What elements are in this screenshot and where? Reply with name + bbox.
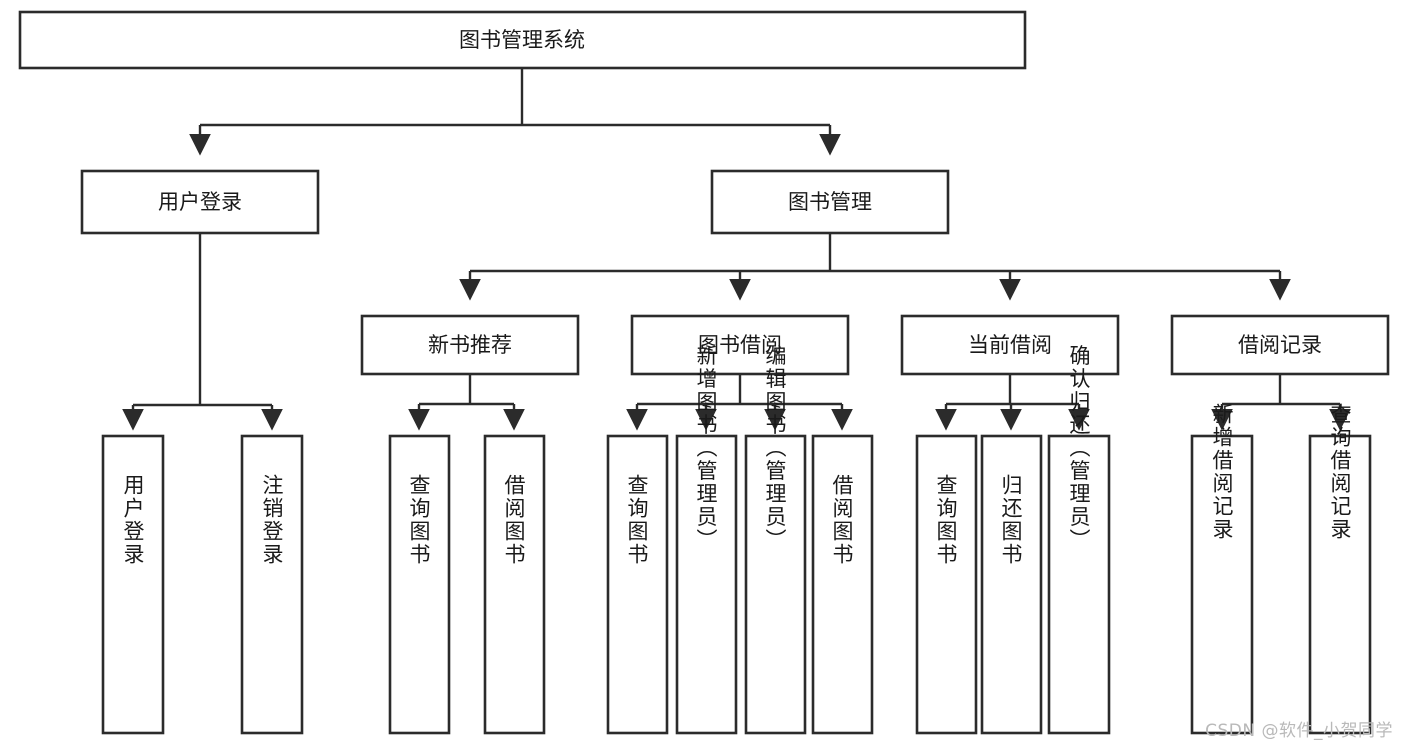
connector-book-borrow-to-leaves: [626, 374, 853, 431]
leaf-user-login-1-label: 注销登录: [260, 474, 284, 566]
leaf-book-borrow-2[interactable]: 编辑图书（管理员）: [744, 345, 807, 735]
node-book-borrow[interactable]: 图书借阅: [630, 314, 850, 376]
connector-root-to-level2: [189, 68, 841, 156]
leaf-new-book-recommend-0-label: 查询图书: [407, 474, 431, 566]
node-root-label: 图书管理系统: [459, 28, 585, 52]
leaf-new-book-recommend-0[interactable]: 查询图书: [388, 434, 451, 735]
leaf-new-book-recommend-1[interactable]: 借阅图书: [483, 434, 546, 735]
node-root[interactable]: 图书管理系统: [18, 10, 1027, 70]
connector-borrow-record-to-leaves: [1211, 374, 1351, 431]
leaf-current-borrow-1-label: 归还图书: [999, 474, 1023, 566]
leaf-user-login-0[interactable]: 用户登录: [101, 434, 165, 735]
node-current-borrow-label: 当前借阅: [968, 333, 1052, 357]
leaf-book-borrow-1-label: 新增图书（管理员）: [694, 345, 718, 552]
leaf-current-borrow-2-label: 确认归还（管理员）: [1067, 345, 1091, 552]
leaf-book-borrow-1[interactable]: 新增图书（管理员）: [675, 345, 738, 735]
leaf-current-borrow-0[interactable]: 查询图书: [915, 434, 978, 735]
leaf-book-borrow-3[interactable]: 借阅图书: [811, 434, 874, 735]
connector-book-management-to-level3: [459, 233, 1291, 301]
node-user-login-label: 用户登录: [158, 190, 242, 214]
leaf-borrow-record-1-label: 查询借阅记录: [1328, 403, 1352, 541]
node-new-book-recommend-label: 新书推荐: [428, 333, 512, 357]
connector-current-borrow-to-leaves: [935, 374, 1090, 431]
leaf-book-borrow-0[interactable]: 查询图书: [606, 434, 669, 735]
leaf-borrow-record-0-label: 新增借阅记录: [1210, 403, 1234, 541]
leaf-book-borrow-2-label: 编辑图书（管理员）: [763, 345, 787, 552]
leaf-user-login-0-label: 用户登录: [121, 474, 145, 566]
leaf-current-borrow-2[interactable]: 确认归还（管理员）: [1047, 345, 1111, 735]
leaf-current-borrow-0-label: 查询图书: [934, 474, 958, 566]
csdn-watermark: CSDN @软件_小贺同学: [1205, 721, 1393, 741]
leaf-borrow-record-1[interactable]: 查询借阅记录: [1308, 403, 1372, 735]
leaf-borrow-record-0[interactable]: 新增借阅记录: [1190, 403, 1254, 735]
node-borrow-record[interactable]: 借阅记录: [1170, 314, 1390, 376]
leaf-book-borrow-3-label: 借阅图书: [830, 474, 854, 566]
node-book-borrow-label: 图书借阅: [698, 333, 782, 357]
connector-new-book-recommend-to-leaves: [408, 374, 525, 431]
node-book-management[interactable]: 图书管理: [710, 169, 950, 235]
node-borrow-record-label: 借阅记录: [1238, 333, 1322, 357]
leaf-new-book-recommend-1-label: 借阅图书: [502, 474, 526, 566]
node-new-book-recommend[interactable]: 新书推荐: [360, 314, 580, 376]
leaf-current-borrow-1[interactable]: 归还图书: [980, 434, 1043, 735]
leaf-user-login-1[interactable]: 注销登录: [240, 434, 304, 735]
node-user-login[interactable]: 用户登录: [80, 169, 320, 235]
leaf-book-borrow-0-label: 查询图书: [625, 474, 649, 566]
node-book-management-label: 图书管理: [788, 190, 872, 214]
connector-user-login-to-leaves: [122, 233, 283, 431]
